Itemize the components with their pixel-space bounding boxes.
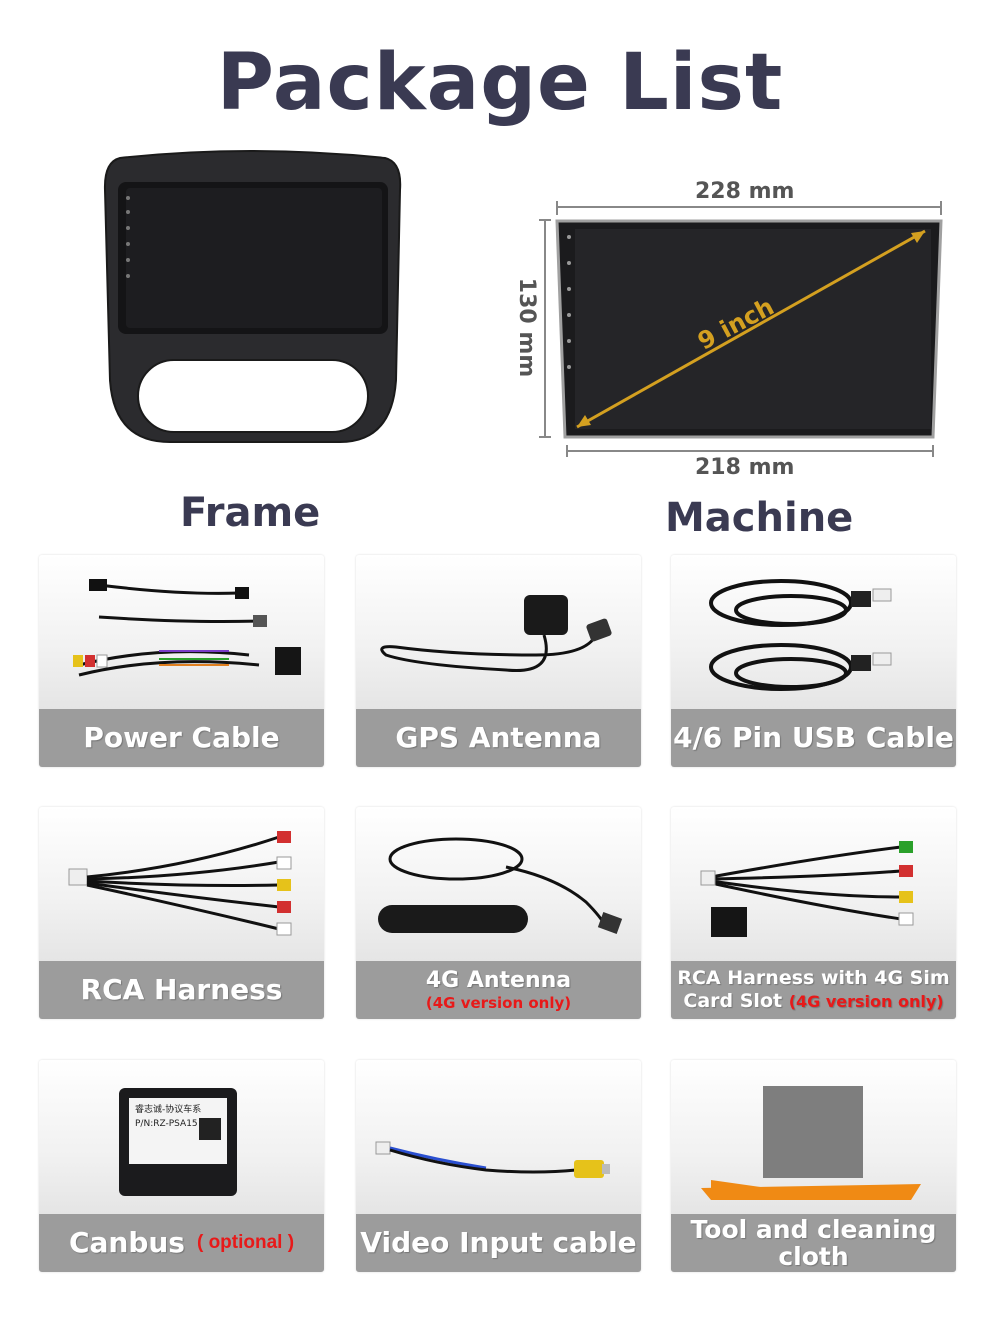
item-label: Tool and cleaning cloth bbox=[690, 1214, 937, 1271]
item-card-4g-antenna: 4G Antenna (4G version only) bbox=[356, 807, 641, 1019]
item-label-bar: 4G Antenna (4G version only) bbox=[356, 961, 641, 1019]
machine-image: 228 mm 218 mm 130 mm 9 inch bbox=[505, 175, 955, 480]
item-label: RCA Harness bbox=[80, 972, 283, 1006]
frame-image bbox=[100, 150, 405, 460]
item-note: ( optional ) bbox=[196, 1232, 295, 1253]
dimension-top-width: 228 mm bbox=[695, 179, 795, 204]
item-label: Video Input cable bbox=[360, 1225, 637, 1259]
item-card-tool-cloth: Tool and cleaning cloth bbox=[671, 1060, 956, 1272]
item-label-line2-wrap: Card Slot (4G version only) bbox=[683, 990, 943, 1013]
page-title: Package List bbox=[216, 38, 784, 128]
rca-harness-4g-image bbox=[700, 841, 914, 937]
item-card-usb-cable: 4/6 Pin USB Cable bbox=[671, 555, 956, 767]
rca-harness-image bbox=[68, 831, 292, 936]
power-cable-image bbox=[73, 579, 301, 677]
item-note: (4G version only) bbox=[788, 992, 944, 1011]
item-label-line2: Card Slot bbox=[683, 990, 783, 1012]
item-label-bar: Canbus ( optional ) bbox=[39, 1214, 324, 1272]
item-label-bar: RCA Harness bbox=[39, 961, 324, 1019]
item-label: Power Cable bbox=[83, 720, 280, 754]
item-card-rca-harness: RCA Harness bbox=[39, 807, 324, 1019]
item-card-gps-antenna: GPS Antenna bbox=[356, 555, 641, 767]
frame-caption: Frame bbox=[180, 490, 321, 536]
item-label-line1: RCA Harness with 4G Sim bbox=[677, 967, 950, 990]
item-card-rca-harness-4g: RCA Harness with 4G Sim Card Slot (4G ve… bbox=[671, 807, 956, 1019]
item-label: Canbus bbox=[68, 1225, 185, 1259]
canbus-label-line2: P/N:RZ-PSA15 bbox=[135, 1119, 198, 1129]
dimension-bottom-width: 218 mm bbox=[695, 455, 795, 480]
item-label-bar: Video Input cable bbox=[356, 1214, 641, 1272]
usb-cable-image bbox=[709, 579, 892, 691]
item-label-bar: Power Cable bbox=[39, 709, 324, 767]
item-label: 4G Antenna bbox=[425, 967, 572, 993]
item-card-video-input: Video Input cable bbox=[356, 1060, 641, 1272]
item-label-bar: 4/6 Pin USB Cable bbox=[671, 709, 956, 767]
machine-caption: Machine bbox=[665, 495, 854, 541]
item-label-bar: RCA Harness with 4G Sim Card Slot (4G ve… bbox=[671, 961, 956, 1019]
canbus-image: 睿志诚-协议车系 P/N:RZ-PSA15 bbox=[119, 1088, 237, 1196]
item-label-bar: GPS Antenna bbox=[356, 709, 641, 767]
tool-cloth-image bbox=[701, 1086, 921, 1200]
item-card-power-cable: Power Cable bbox=[39, 555, 324, 767]
item-label: GPS Antenna bbox=[395, 720, 602, 754]
video-input-cable-image bbox=[375, 1141, 610, 1178]
item-note: (4G version only) bbox=[425, 994, 572, 1013]
item-label-bar: Tool and cleaning cloth bbox=[671, 1214, 956, 1272]
dimension-height: 130 mm bbox=[514, 277, 540, 378]
4g-antenna-image bbox=[378, 837, 623, 934]
item-label: 4/6 Pin USB Cable bbox=[673, 720, 954, 754]
gps-antenna-image bbox=[380, 595, 612, 673]
canbus-label-line1: 睿志诚-协议车系 bbox=[135, 1103, 201, 1115]
item-card-canbus: 睿志诚-协议车系 P/N:RZ-PSA15 Canbus ( optional … bbox=[39, 1060, 324, 1272]
